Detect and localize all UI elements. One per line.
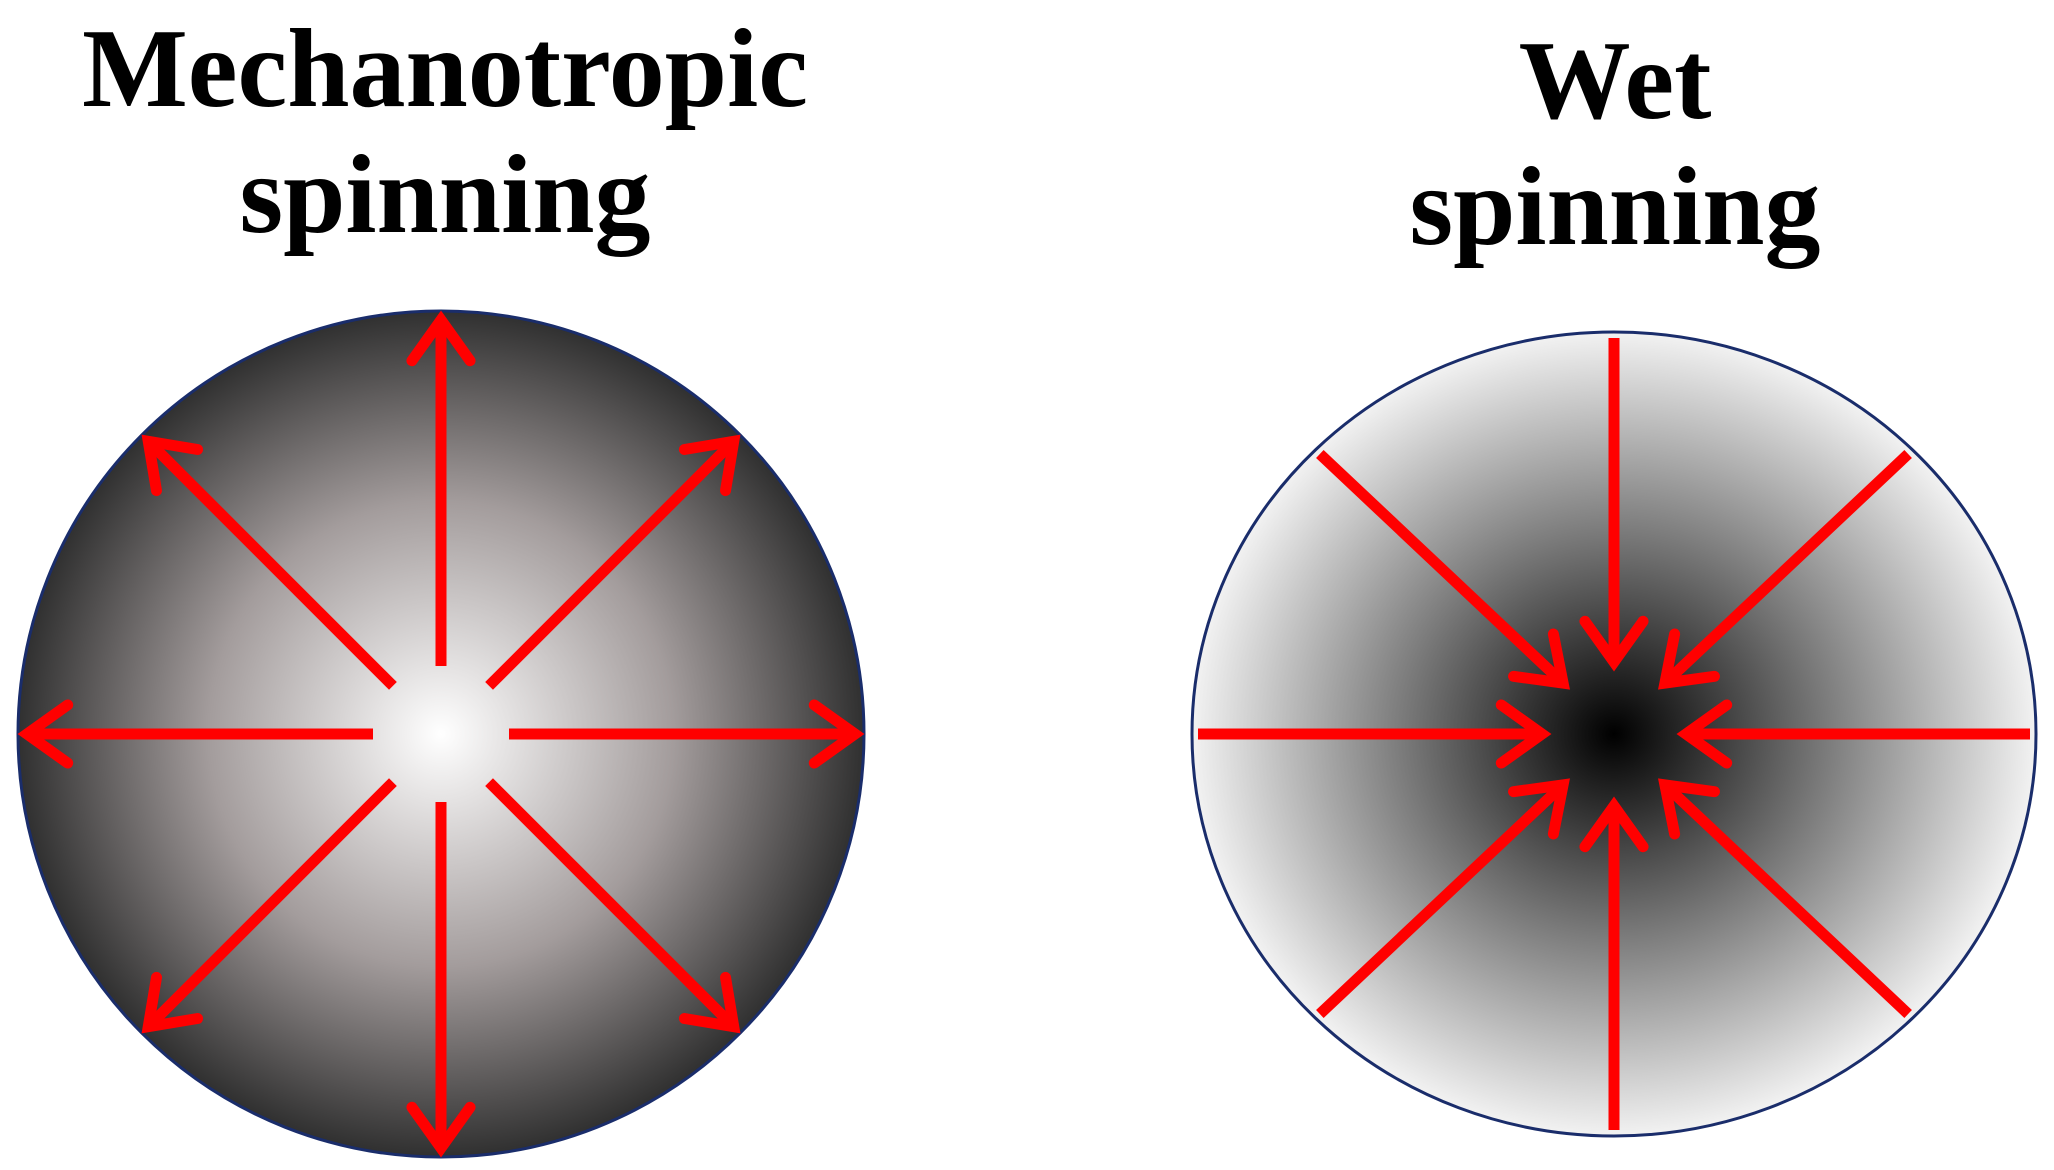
- inward-arrow-north: [1579, 338, 1649, 672]
- inward-arrow-south-west-shaft: [1316, 780, 1567, 1019]
- inward-arrow-west-arrowhead: [1495, 699, 1552, 769]
- outward-arrows-group: [17, 310, 865, 1158]
- outward-arrow-south: [406, 802, 476, 1158]
- outward-arrow-east: [509, 699, 865, 769]
- outward-arrow-east-arrowhead: [808, 699, 865, 769]
- wet-title: Wet spinning: [1200, 18, 2030, 270]
- outward-arrow-south-arrowhead: [406, 1101, 476, 1158]
- outward-arrow-north-east: [485, 434, 741, 690]
- mechanotropic-title: Mechanotropic spinning: [0, 6, 890, 258]
- outward-arrow-north-west-shaft: [144, 437, 397, 690]
- outward-arrow-west: [17, 699, 373, 769]
- outward-arrow-south-west-arrowhead: [141, 971, 204, 1034]
- outward-arrow-north-east-arrowhead: [678, 434, 741, 497]
- inward-arrow-east-arrowhead: [1676, 699, 1733, 769]
- outward-arrow-south-east-arrowhead: [678, 971, 741, 1034]
- inward-arrow-south-west: [1316, 778, 1570, 1019]
- outward-arrow-north-west: [141, 434, 397, 690]
- inward-arrow-north-west-arrowhead: [1508, 628, 1570, 690]
- mechanotropic-title-line1: Mechanotropic: [82, 7, 808, 131]
- inward-arrow-east: [1676, 699, 2030, 769]
- outward-arrow-south-west: [141, 778, 397, 1034]
- inward-arrow-south-arrowhead: [1579, 796, 1649, 853]
- wet-title-line2: spinning: [1409, 145, 1821, 269]
- wet-title-line1: Wet: [1518, 19, 1712, 143]
- outward-arrow-north-arrowhead: [406, 310, 476, 367]
- outward-arrow-south-west-shaft: [144, 778, 397, 1031]
- outward-arrow-west-arrowhead: [17, 699, 74, 769]
- inward-arrow-south-east-shaft: [1661, 780, 1912, 1019]
- inward-arrow-west: [1198, 699, 1552, 769]
- outward-arrow-south-east-shaft: [485, 778, 738, 1031]
- outward-arrow-north-east-shaft: [485, 437, 738, 690]
- inward-arrow-north-east-arrowhead: [1658, 628, 1720, 690]
- inward-arrow-north-arrowhead: [1579, 615, 1649, 672]
- inward-arrow-south: [1579, 796, 1649, 1130]
- outward-arrow-south-east: [485, 778, 741, 1034]
- inward-arrow-north-east: [1658, 449, 1912, 690]
- mechanotropic-title-line2: spinning: [239, 133, 651, 257]
- wet-fiber-cross-section: [1190, 330, 2038, 1138]
- inward-arrow-south-west-arrowhead: [1508, 778, 1570, 840]
- inward-arrows-group: [1198, 338, 2030, 1130]
- outward-arrow-north: [406, 310, 476, 666]
- inward-arrow-south-east-arrowhead: [1658, 778, 1720, 840]
- inward-arrow-north-east-shaft: [1661, 449, 1912, 688]
- inward-arrow-south-east: [1658, 778, 1912, 1019]
- inward-arrow-north-west-shaft: [1316, 449, 1567, 688]
- mechanotropic-fiber-cross-section: [16, 309, 866, 1159]
- inward-arrow-north-west: [1316, 449, 1570, 690]
- outward-arrow-north-west-arrowhead: [141, 434, 204, 497]
